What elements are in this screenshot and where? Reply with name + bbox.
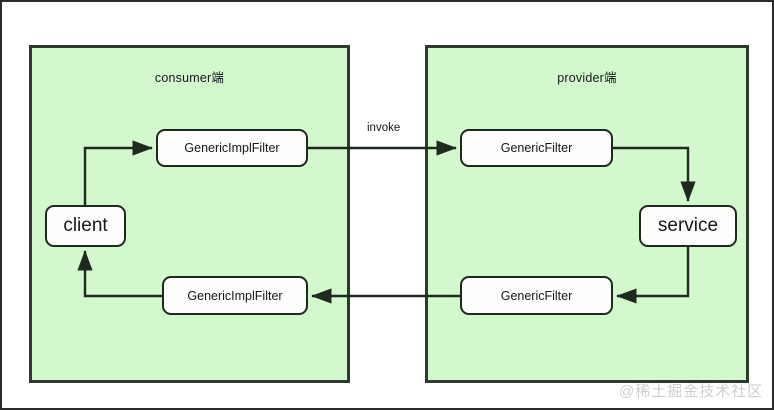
node-provider-filter-top-label: GenericFilter [500,141,573,155]
edge-label-invoke: invoke [367,122,401,134]
watermark: @稀土掘金技术社区 [619,383,764,400]
node-consumer-filter-top[interactable]: GenericImplFilter [156,129,308,167]
node-client-label: client [63,215,108,236]
node-consumer-filter-bottom-label: GenericImplFilter [187,288,283,303]
node-provider-filter-bottom-label: GenericFilter [500,288,573,303]
zone-consumer-title: consumer端 [154,71,225,85]
node-service[interactable]: service [639,205,737,247]
node-provider-filter-top[interactable]: GenericFilter [460,129,613,167]
node-service-label: service [657,215,719,236]
node-consumer-filter-top-label: GenericImplFilter [184,141,280,155]
zone-provider-title: provider端 [557,71,617,85]
node-client[interactable]: client [45,205,126,247]
node-consumer-filter-bottom[interactable]: GenericImplFilter [162,276,308,315]
node-provider-filter-bottom[interactable]: GenericFilter [460,276,613,315]
